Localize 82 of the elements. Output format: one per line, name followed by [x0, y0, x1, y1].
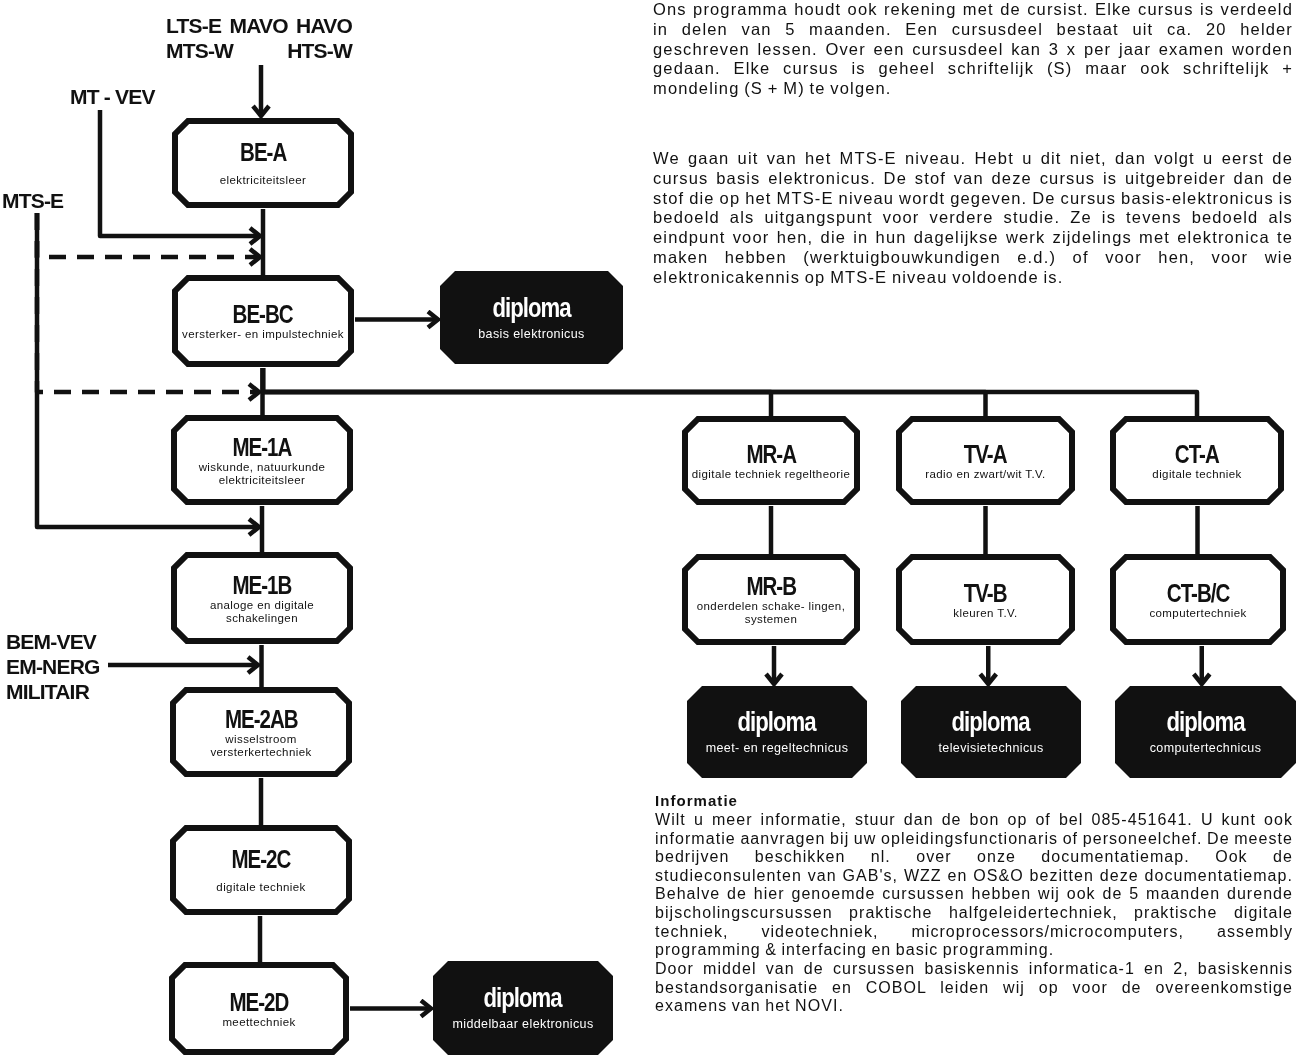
course-code: ME-2D	[229, 988, 289, 1016]
arrow	[34, 213, 262, 538]
course-box	[172, 118, 354, 208]
arrow	[97, 110, 263, 247]
course-box	[896, 554, 1075, 645]
course-code: ME-2C	[231, 846, 291, 873]
course-box	[171, 552, 353, 644]
course-code: CT-A	[1175, 440, 1219, 468]
diploma-title: diploma	[1166, 709, 1245, 736]
course-description: digitale techniek	[1152, 467, 1242, 481]
diploma-title: diploma	[492, 294, 571, 322]
course-code: MR-A	[746, 440, 796, 468]
course-box	[172, 275, 354, 367]
course-description: meettechniek	[222, 1015, 296, 1029]
course-description: wiskunde, natuurkunde elektriciteitsleer	[197, 460, 327, 487]
entry-label: MTS-E	[2, 187, 64, 213]
arrow	[978, 646, 999, 687]
course-code: ME-1B	[232, 571, 292, 599]
course-code: ME-2AB	[224, 705, 298, 733]
course-box	[682, 416, 860, 505]
arrow	[108, 654, 261, 676]
paragraph: We gaan uit van het MTS-E niveau. Hebt u dit niet, dan volgt u eerst de cursus basis elektronicus. De stof van deze cursus is uitgebreider dan de stof die op het MTS-E niveau wordt gegeven. De cursus basis-elektronicus is bedoeld als uitgangspunt voor verdere studie. Ze is tevens bedoeld als eindpunt voor hen, die in hun dagelijkse werk zijdelings met elektronica te maken hebben (werktuigbouwkundigen e.d.) of voor hen, voor wie elektronicakennis op MTS-E niveau voldoende is.	[653, 149, 1293, 288]
paragraph: Wilt u meer informatie, stuur dan de bon op of bel 085-451641. U kunt ook informatie aanvragen bij uw opleidingsfunctionaris of personeelchef. De meeste bedrijven beschikken nl. over onze documentatiemap. Ook de studieconsulenten van GAB's, WZZ en OS&O bezitten deze documentatiemap. Behalve de hier genoemde cursussen hebben wij ook de 5 maanden durende bijscholingscursussen praktische halfgeleidertechniek, praktische digitale techniek, videotechniek, microprocessors/microcomputers, assembly programming & interfacing en basic programming.	[655, 811, 1293, 960]
section-heading: Informatie	[655, 792, 739, 811]
connector-line	[259, 506, 265, 553]
entry-label: BEM-VEV EM-NERG MILITAIR	[6, 628, 101, 704]
course-code: CT-B/C	[1166, 579, 1230, 607]
course-description: digitale techniek regeltheorie	[691, 467, 851, 481]
diploma-box	[1115, 686, 1296, 778]
course-box	[169, 962, 349, 1055]
course-box	[1110, 416, 1284, 505]
diploma-title: diploma	[738, 709, 816, 736]
course-box	[171, 415, 353, 505]
course-description: televisietechnicus	[938, 742, 1044, 755]
diploma-box	[440, 271, 623, 364]
course-description: versterker- en impulstechniek	[182, 328, 344, 341]
course-code: BE-BC	[233, 301, 293, 328]
course-description: radio en zwart/wit T.V.	[925, 467, 1046, 481]
course-box	[896, 416, 1075, 505]
paragraph: Ons programma houdt ook rekening met de cursist. Elke cursus is verdeeld in delen van 5 maanden. Een cursusdeel bestaat uit ca. 20 helder geschreven lessen. Over een cursusdeel kan 3 x per jaar examen worden gedaan. Elke cursus is geheel schriftelijk (S) maar ook schriftelijk + mondeling (S + M) te volgen.	[653, 0, 1293, 99]
entry-label: MT - VEV	[70, 83, 155, 109]
course-code: BE-A	[239, 139, 287, 166]
course-box	[1110, 554, 1286, 645]
diploma-box	[687, 686, 867, 778]
course-description: meet- en regeltechnicus	[705, 742, 849, 755]
course-code: TV-A	[964, 440, 1007, 468]
course-description: wisselstroom versterkertechniek	[209, 732, 313, 759]
connector-line	[983, 506, 988, 555]
arrow	[355, 309, 441, 330]
arrow	[250, 65, 272, 119]
diploma-title: diploma	[484, 985, 562, 1012]
diploma-title: diploma	[952, 709, 1030, 736]
course-code: TV-B	[964, 579, 1007, 607]
arrow	[763, 646, 785, 687]
course-description: elektriciteitsleer	[219, 174, 307, 187]
connector-line	[260, 368, 265, 416]
course-code: ME-1A	[232, 433, 292, 461]
course-description: computertechnicus	[1149, 742, 1262, 755]
arrow	[350, 998, 434, 1019]
course-description: kleuren T.V.	[953, 606, 1018, 620]
course-code: MR-B	[746, 573, 796, 600]
course-description: digitale techniek	[216, 881, 306, 894]
course-box	[170, 687, 352, 777]
course-description: middelbaar elektronicus	[452, 1018, 594, 1031]
course-description: computertechniek	[1149, 606, 1247, 620]
connector-line	[260, 209, 266, 276]
course-description: basis elektronicus	[478, 327, 585, 341]
diploma-box	[433, 961, 613, 1055]
connector-line	[1195, 506, 1200, 555]
connector-line	[259, 645, 264, 688]
course-description: analoge en digitale schakelingen	[208, 598, 316, 625]
connector-line	[258, 778, 264, 826]
entry-label: LTS-E MAVO HAVO MTS-W HTS-W	[166, 13, 352, 63]
course-box	[170, 825, 352, 915]
connector-line	[260, 368, 1200, 417]
connector-line	[768, 506, 774, 555]
arrow	[1191, 646, 1212, 687]
diploma-box	[901, 686, 1081, 778]
connector-line	[257, 916, 263, 963]
course-box	[682, 554, 860, 645]
paragraph: Door middel van de cursussen basiskennis informatica-1 en 2, basiskennis bestandsorganisatie en COBOL leiden wij op voor de overeenkomstige examens van het NOVI.	[655, 960, 1293, 1016]
course-description: onderdelen schake- lingen, systemen	[695, 600, 847, 626]
